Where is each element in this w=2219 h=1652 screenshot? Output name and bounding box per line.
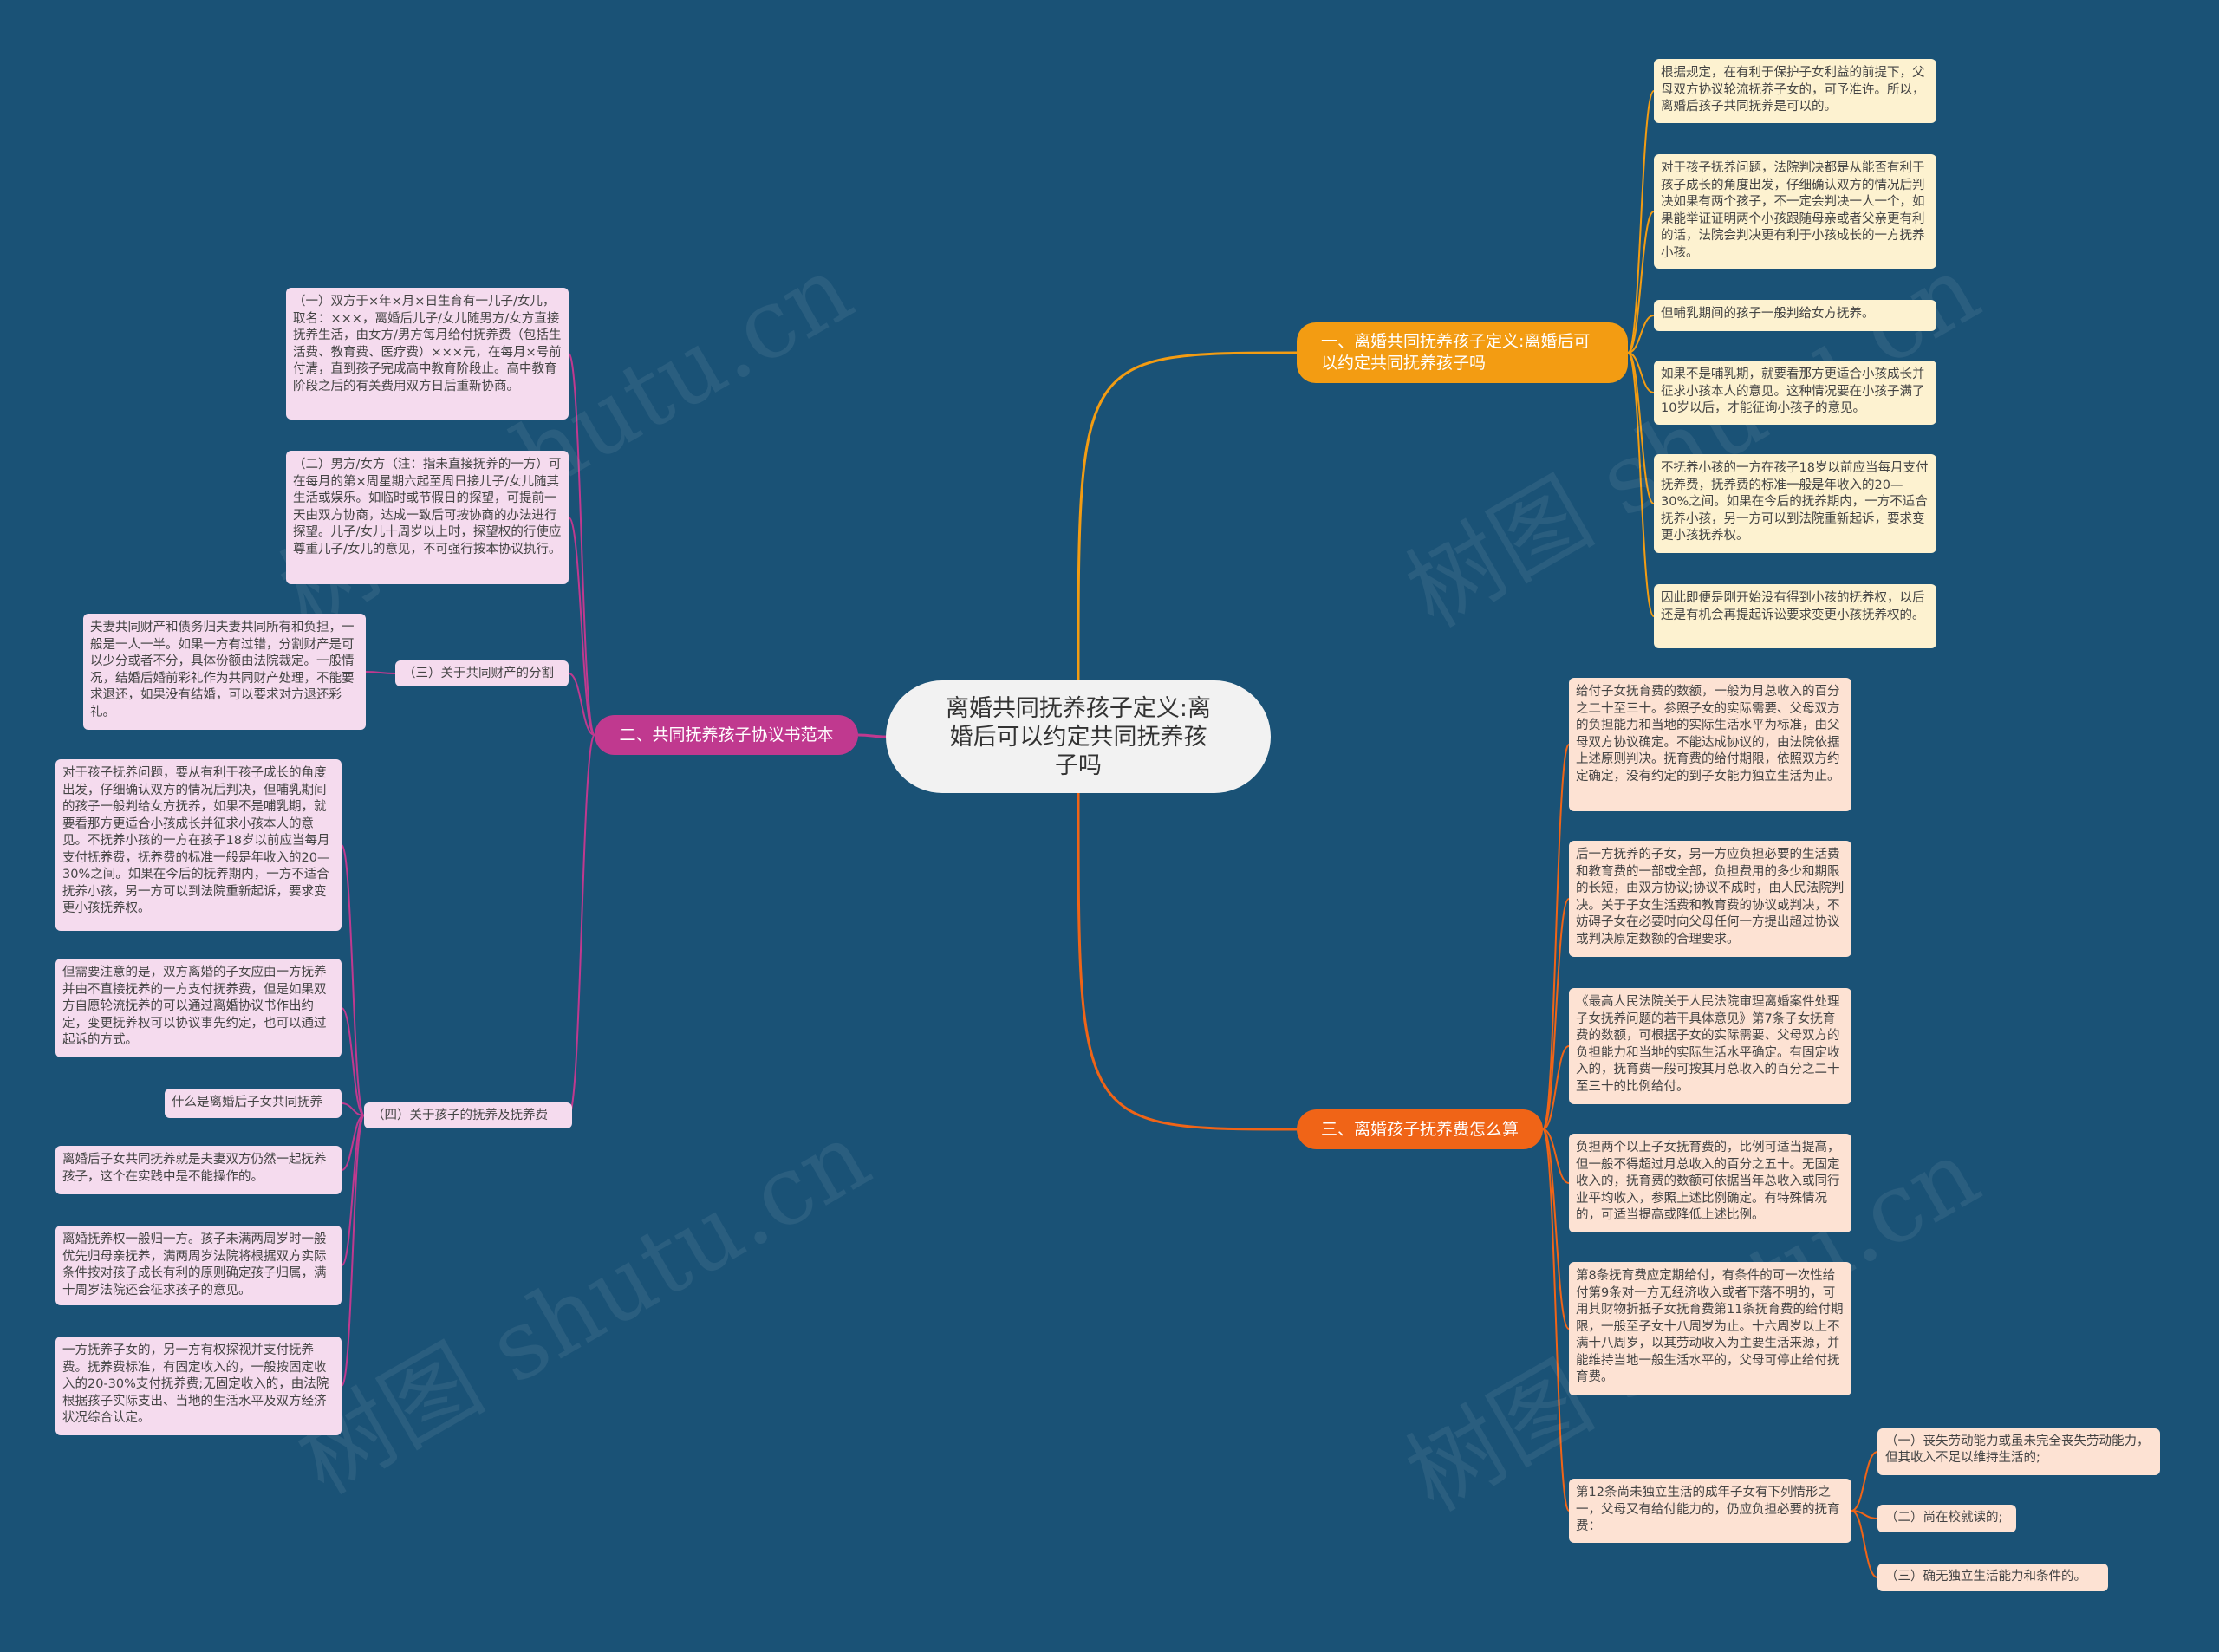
connector-line bbox=[568, 673, 595, 736]
leaf-node[interactable]: 对于孩子抚养问题，要从有利于孩子成长的角度出发，仔细确认双方的情况后判决，但哺乳… bbox=[55, 759, 342, 931]
connector-line bbox=[1627, 90, 1655, 354]
central-topic[interactable]: 离婚共同抚养孩子定义:离婚后可以约定共同抚养孩子吗 bbox=[886, 680, 1271, 793]
connector-line bbox=[1077, 351, 1298, 681]
connector-line bbox=[341, 1115, 365, 1387]
connector-line bbox=[1627, 352, 1655, 504]
leaf-node[interactable]: 负担两个以上子女抚育费的，比例可适当提高，但一般不得超过月总收入的百分之五十。无… bbox=[1569, 1134, 1851, 1232]
connector-line bbox=[857, 733, 887, 738]
connector-line bbox=[1542, 1045, 1570, 1130]
leaf-node[interactable]: 离婚抚养权一般归一方。孩子未满两周岁时一般优先归母亲抚养，满两周岁法院将根据双方… bbox=[55, 1226, 342, 1305]
branch-definition[interactable]: 一、离婚共同抚养孩子定义:离婚后可以约定共同抚养孩子吗 bbox=[1297, 322, 1628, 383]
connector-line bbox=[1542, 1128, 1570, 1512]
sub-topic-child-support[interactable]: （四）关于孩子的抚养及抚养费 bbox=[364, 1102, 572, 1128]
connector-line bbox=[341, 844, 365, 1116]
connector-line bbox=[1627, 352, 1655, 393]
leaf-node[interactable]: 对于孩子抚养问题，法院判决都是从能否有利于孩子成长的角度出发，仔细确认双方的情况… bbox=[1654, 154, 1936, 269]
leaf-node[interactable]: （一）丧失劳动能力或虽未完全丧失劳动能力，但其收入不足以维持生活的; bbox=[1877, 1428, 2160, 1475]
connector-line bbox=[1542, 898, 1570, 1130]
connector-line bbox=[1077, 792, 1298, 1131]
connector-line bbox=[341, 1115, 365, 1266]
leaf-node[interactable]: 但需要注意的是，双方离婚的子女应由一方抚养并由不直接抚养的一方支付抚养费，但是如… bbox=[55, 959, 342, 1057]
leaf-node[interactable]: 根据规定，在有利于保护子女利益的前提下，父母双方协议轮流抚养子女的，可予准许。所… bbox=[1654, 59, 1936, 123]
leaf-node[interactable]: 第8条抚育费应定期给付，有条件的可一次性给付第9条对一方无经济收入或者下落不明的… bbox=[1569, 1262, 1851, 1395]
leaf-node[interactable]: （三）确无独立生活能力和条件的。 bbox=[1877, 1564, 2108, 1591]
sub-topic-property[interactable]: （三）关于共同财产的分割 bbox=[395, 660, 569, 686]
leaf-node[interactable]: 因此即便是刚开始没有得到小孩的抚养权，以后还是有机会再提起诉讼要求变更小孩抚养权… bbox=[1654, 584, 1936, 648]
leaf-node[interactable]: 《最高人民法院关于人民法院审理离婚案件处理子女抚养问题的若干具体意见》第7条子女… bbox=[1569, 988, 1851, 1104]
leaf-node[interactable]: 一方抚养子女的，另一方有权探视并支付抚养费。抚养费标准，有固定收入的，一般按固定… bbox=[55, 1337, 342, 1435]
leaf-node[interactable]: 什么是离婚后子女共同抚养 bbox=[165, 1089, 342, 1118]
leaf-node[interactable]: 如果不是哺乳期，就要看那方更适合小孩成长并征求小孩本人的意见。这种情况要在小孩子… bbox=[1654, 361, 1936, 425]
leaf-node[interactable]: （一）双方于×年×月×日生育有一儿子/女儿，取名：×××，离婚后儿子/女儿随男方… bbox=[286, 288, 569, 420]
branch-support-calculation[interactable]: 三、离婚孩子抚养费怎么算 bbox=[1297, 1109, 1543, 1149]
connector-line bbox=[1542, 1128, 1570, 1330]
connector-line bbox=[341, 1115, 365, 1171]
connector-line bbox=[1542, 1128, 1570, 1184]
connector-line bbox=[568, 517, 595, 736]
connector-line bbox=[365, 671, 396, 674]
leaf-node[interactable]: （二）尚在校就读的; bbox=[1877, 1505, 2016, 1532]
leaf-node[interactable]: （二）男方/女方（注：指未直接抚养的一方）可在每月的第×周星期六起至周日接儿子/… bbox=[286, 451, 569, 584]
connector-line bbox=[1851, 1510, 1878, 1578]
leaf-node[interactable]: 后一方抚养的子女，另一方应负担必要的生活费和教育费的一部或全部，负担费用的多少和… bbox=[1569, 841, 1851, 957]
branch-agreement-template[interactable]: 二、共同抚养孩子协议书范本 bbox=[595, 715, 858, 755]
connector-line bbox=[1627, 211, 1655, 354]
leaf-node[interactable]: 但哺乳期间的孩子一般判给女方抚养。 bbox=[1654, 300, 1936, 331]
connector-line bbox=[568, 734, 595, 1116]
leaf-node[interactable]: 第12条尚未独立生活的成年子女有下列情形之一，父母又有给付能力的，仍应负担必要的… bbox=[1569, 1479, 1851, 1543]
connector-line bbox=[341, 1102, 365, 1116]
leaf-node[interactable]: 不抚养小孩的一方在孩子18岁以前应当每月支付抚养费，抚养费的标准一般是年收入的2… bbox=[1654, 454, 1936, 553]
leaf-node[interactable]: 给付子女抚育费的数额，一般为月总收入的百分之二十至三十。参照子女的实际需要、父母… bbox=[1569, 678, 1851, 811]
connector-line bbox=[1542, 744, 1570, 1130]
connector-line bbox=[341, 1007, 365, 1116]
leaf-node[interactable]: 夫妻共同财产和债务归夫妻共同所有和负担，一般是一人一半。如果一方有过错，分割财产… bbox=[83, 614, 366, 730]
connector-line bbox=[1851, 1451, 1878, 1512]
connector-line bbox=[1627, 352, 1655, 617]
connector-line bbox=[1627, 315, 1655, 354]
connector-line bbox=[568, 353, 595, 736]
leaf-node[interactable]: 离婚后子女共同抚养就是夫妻双方仍然一起抚养孩子，这个在实践中是不能操作的。 bbox=[55, 1146, 342, 1194]
